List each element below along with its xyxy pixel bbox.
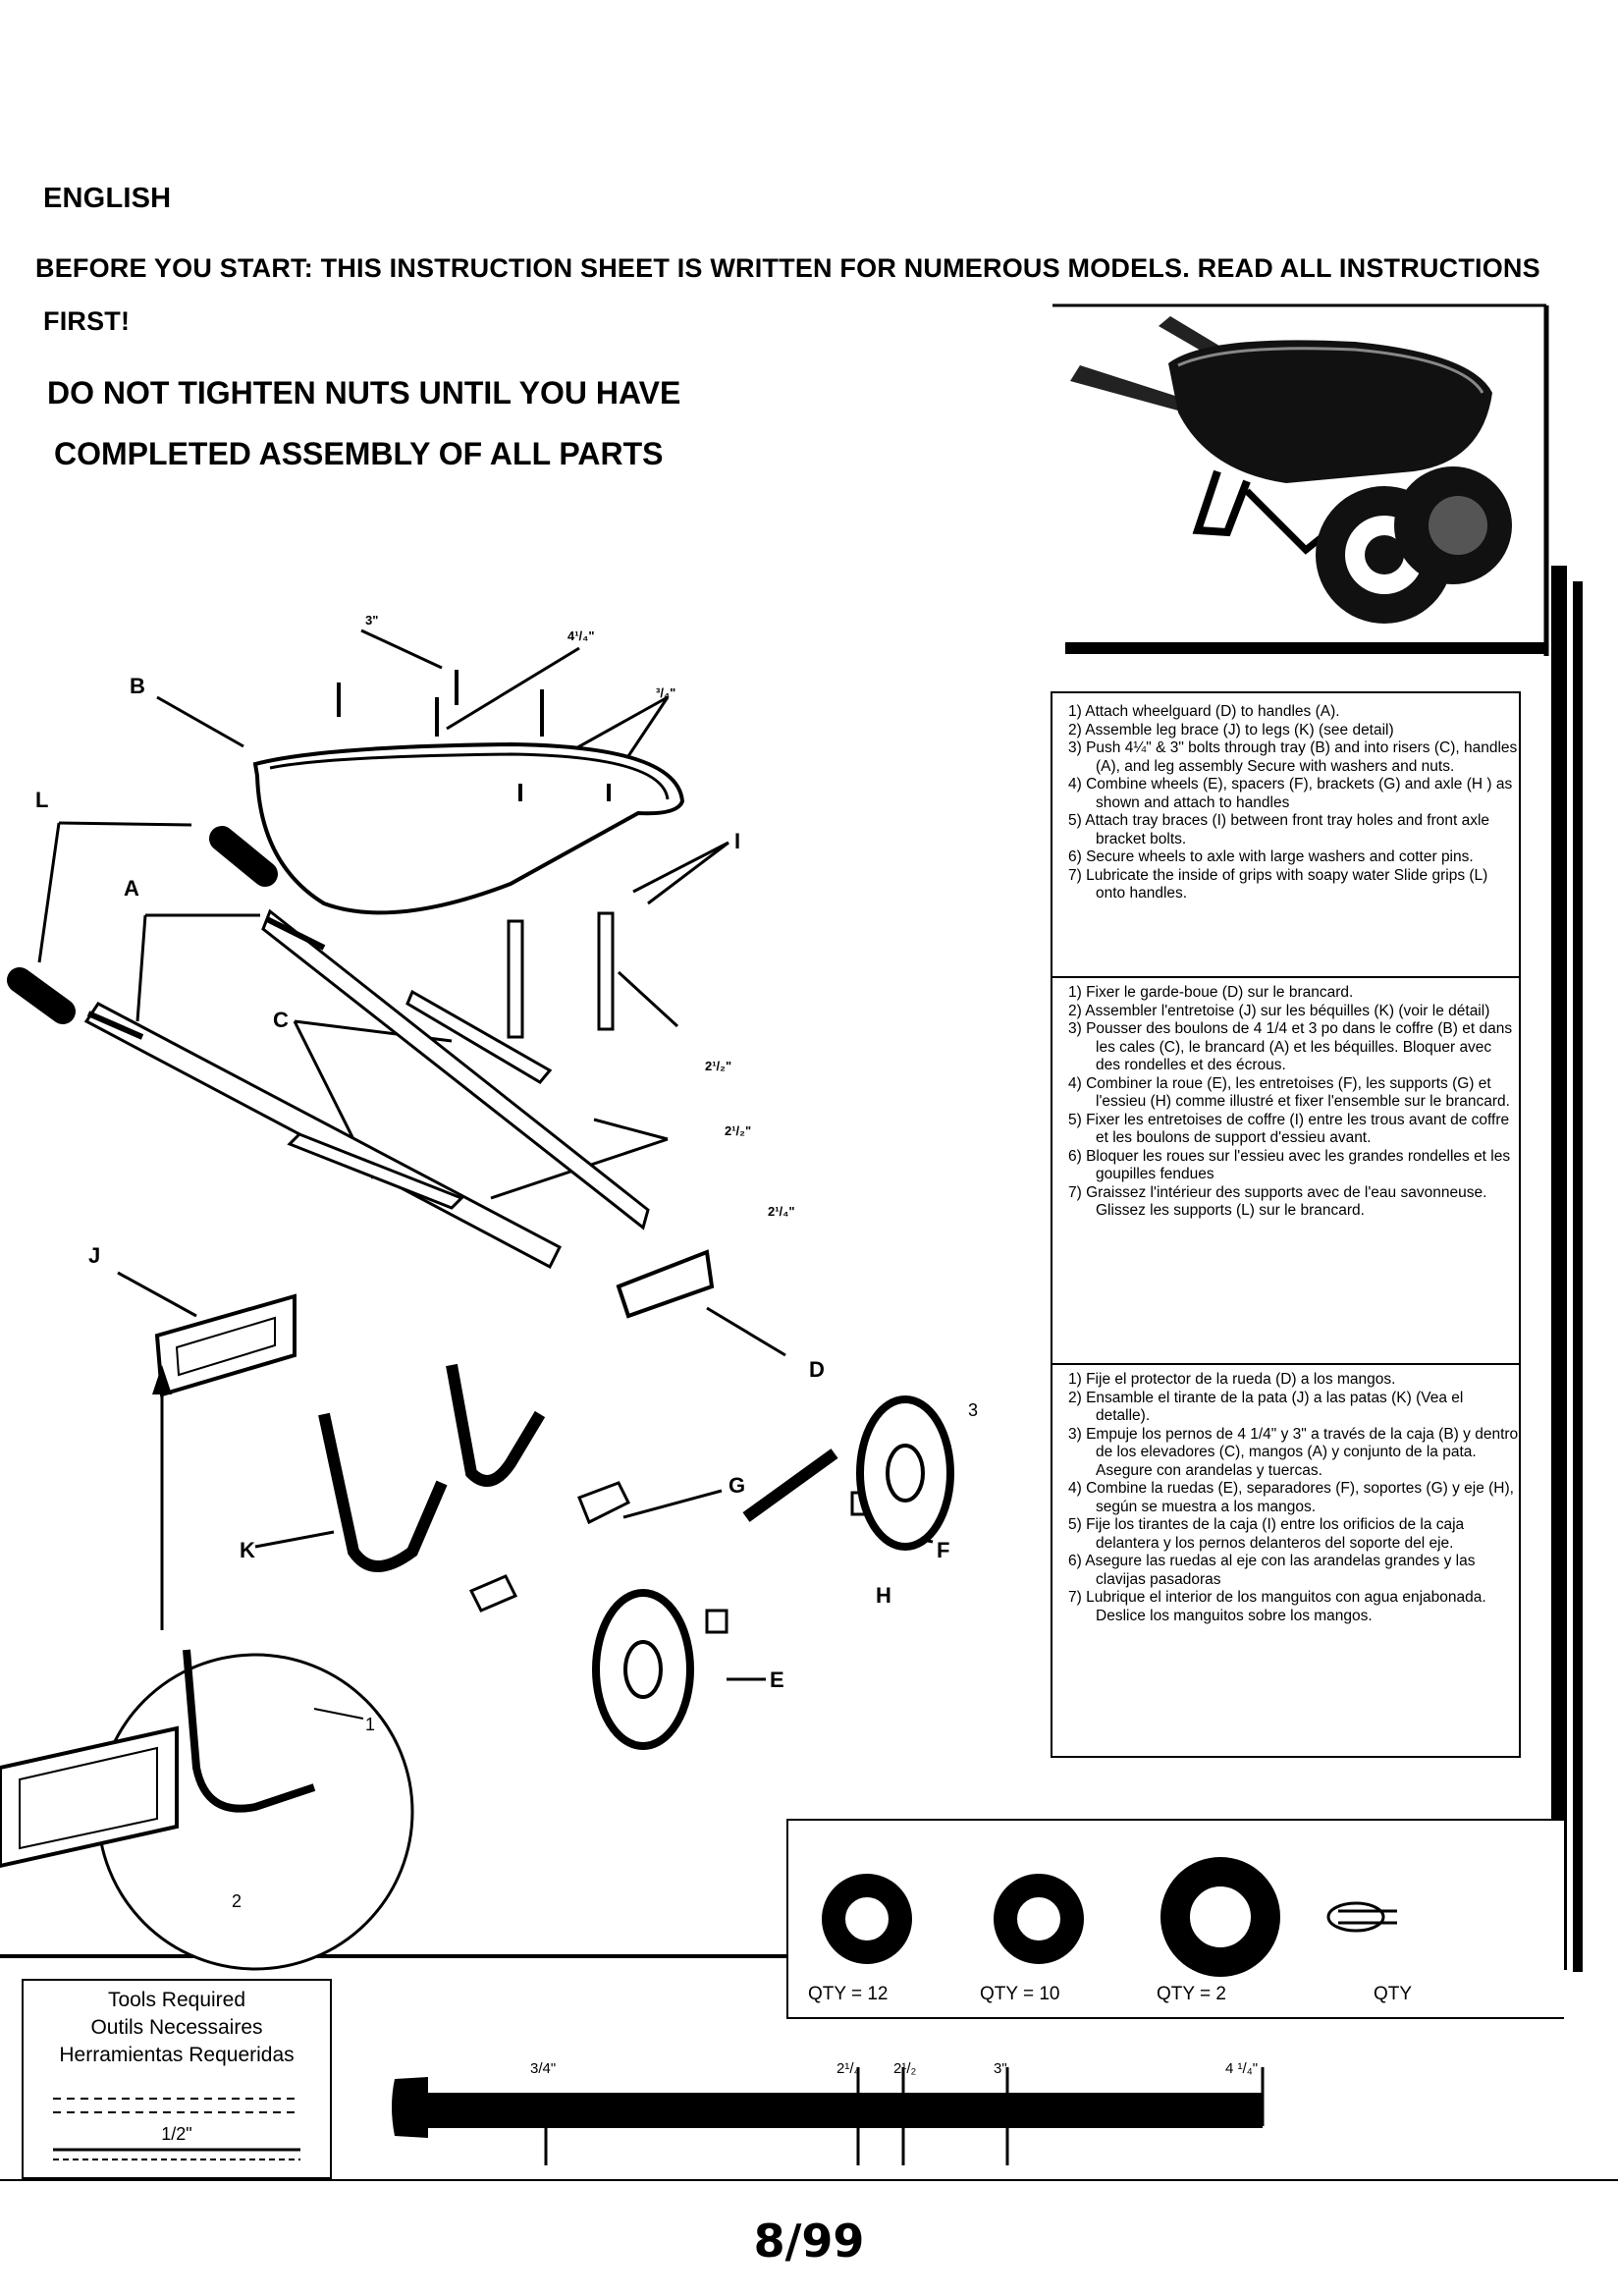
before-start-line2: FIRST!	[43, 306, 131, 336]
label-j: J	[88, 1243, 100, 1268]
tools-line-spanish: Herramientas Requeridas	[59, 2044, 295, 2066]
qty-large-washer: QTY = 2	[1157, 1984, 1226, 2004]
tools-line-french: Outils Necessaires	[90, 2016, 263, 2039]
exploded-parts-diagram: B L A C I J D G F H K E 3" 4¹/₄" ³/₄" 2¹…	[0, 613, 978, 1971]
instruction-step-french-4: 4) Combiner la roue (E), les entretoises…	[1068, 1074, 1510, 1111]
ruler-mark-2-1-4: 2¹/₄	[836, 2060, 860, 2077]
ruler-mark-3: 3"	[994, 2060, 1007, 2077]
instruction-step-english-1: 1) Attach wheelguard (D) to handles (A).	[1068, 703, 1340, 720]
instruction-step-english-6: 6) Secure wheels to axle with large wash…	[1068, 848, 1474, 865]
instructions-french-list: 1) Fixer le garde-boue (D) sur le branca…	[1052, 984, 1519, 1221]
label-e: E	[770, 1667, 784, 1692]
label-g: G	[728, 1473, 745, 1498]
bolt-label-2-1-2in-b: 2¹/₂"	[725, 1123, 751, 1138]
qty-nut: QTY = 10	[980, 1984, 1060, 2004]
instruction-step-spanish-4: 4) Combine la ruedas (E), separadores (F…	[1068, 1480, 1514, 1515]
ruler-mark-2-1-2: 2¹/₂	[893, 2060, 917, 2077]
instructions-french: 1) Fixer le garde-boue (D) sur le branca…	[1052, 984, 1519, 1221]
cotter-pin-icon	[1326, 1901, 1397, 1933]
small-washer-icon	[822, 1874, 912, 1964]
hardware-box: QTY = 12 QTY = 10 QTY = 2 QTY	[786, 1819, 1564, 2019]
detail-label-1: 1	[365, 1715, 375, 1734]
qty-cotter-pin: QTY	[1374, 1984, 1413, 2004]
instructions-spanish: 1) Fije el protector de la rueda (D) a l…	[1052, 1371, 1519, 1625]
instruction-step-spanish-2: 2) Ensamble el tirante de la pata (J) a …	[1068, 1389, 1464, 1425]
instruction-step-english-4: 4) Combine wheels (E), spacers (F), brac…	[1068, 776, 1513, 811]
tools-required-box: Tools Required Outils Necessaires Herram…	[22, 1979, 332, 2179]
instruction-step-english-7: 7) Lubricate the inside of grips with so…	[1068, 866, 1488, 902]
instruction-step-spanish-6: 6) Asegure las ruedas al eje con las ara…	[1068, 1553, 1476, 1588]
divider-en-fr	[1052, 976, 1519, 978]
label-d: D	[809, 1357, 825, 1382]
detail-label-2: 2	[232, 1891, 242, 1911]
label-l: L	[35, 788, 48, 812]
instruction-step-spanish-1: 1) Fije el protector de la rueda (D) a l…	[1068, 1371, 1396, 1388]
bolt-label-2-1-2in-a: 2¹/₂"	[705, 1059, 731, 1073]
label-h: H	[876, 1583, 891, 1608]
instruction-step-english-3: 3) Push 4¼" & 3" bolts through tray (B) …	[1068, 739, 1518, 775]
large-washer-icon	[1160, 1857, 1280, 1977]
divider-fr-es	[1052, 1363, 1519, 1365]
nut-icon	[994, 1874, 1084, 1964]
warning-line1: DO NOT TIGHTEN NUTS UNTIL YOU HAVE	[47, 375, 681, 410]
instruction-step-english-5: 5) Attach tray braces (I) between front …	[1068, 812, 1490, 847]
instruction-step-french-3: 3) Pousser des boulons de 4 1/4 et 3 po …	[1068, 1020, 1513, 1073]
instruction-step-spanish-5: 5) Fije los tirantes de la caja (I) entr…	[1068, 1516, 1465, 1552]
bolt-ruler: 3/4" 2¹/₄ 2¹/₂ 3" 4 ¹/₄"	[392, 2060, 1265, 2165]
bolt-label-2-1-4in: 2¹/₄"	[768, 1204, 795, 1219]
label-c: C	[273, 1008, 289, 1032]
wheelbarrow-photo	[1070, 316, 1512, 624]
instructions-english-list: 1) Attach wheelguard (D) to handles (A).…	[1052, 703, 1519, 903]
tools-line-english: Tools Required	[107, 1989, 246, 2011]
ruler-mark-3-4: 3/4"	[530, 2060, 556, 2077]
language-heading: ENGLISH	[43, 183, 172, 214]
instruction-step-spanish-3: 3) Empuje los pernos de 4 1/4" y 3" a tr…	[1068, 1425, 1519, 1479]
hardware-icons	[822, 1857, 1397, 1977]
bolt-label-4-1-4in: 4¹/₄"	[567, 629, 595, 643]
qty-small-washer: QTY = 12	[808, 1984, 889, 2004]
instruction-step-english-2: 2) Assemble leg brace (J) to legs (K) (s…	[1068, 721, 1394, 738]
label-a: A	[124, 876, 139, 901]
instructions-spanish-list: 1) Fije el protector de la rueda (D) a l…	[1052, 1371, 1519, 1625]
label-i: I	[734, 829, 740, 853]
wrench-icon	[53, 2098, 300, 2160]
wrench-size: 1/2"	[161, 2124, 192, 2144]
warning-line2: COMPLETED ASSEMBLY OF ALL PARTS	[54, 436, 664, 471]
bolt-head-icon	[392, 2077, 428, 2138]
label-f: F	[937, 1538, 949, 1562]
instruction-step-french-2: 2) Assembler l'entretoise (J) sur les bé…	[1068, 1002, 1490, 1019]
bolt-shaft	[428, 2093, 1263, 2128]
instruction-step-french-5: 5) Fixer les entretoises de coffre (I) e…	[1068, 1111, 1510, 1147]
bolt-label-3-4in: ³/₄"	[656, 685, 675, 700]
instruction-step-spanish-7: 7) Lubrique el interior de los manguitos…	[1068, 1589, 1486, 1624]
instruction-step-french-6: 6) Bloquer les roues sur l'essieu avec l…	[1068, 1147, 1511, 1183]
before-start-line1: BEFORE YOU START: THIS INSTRUCTION SHEET…	[35, 253, 1540, 283]
instructions-english: 1) Attach wheelguard (D) to handles (A).…	[1052, 703, 1519, 903]
page-number: 8/99	[753, 2214, 865, 2268]
label-b: B	[130, 674, 145, 698]
label-k: K	[240, 1538, 255, 1562]
instruction-box: 1) Attach wheelguard (D) to handles (A).…	[1051, 691, 1521, 1758]
bolt-label-3in: 3"	[365, 613, 378, 628]
instruction-step-french-7: 7) Graissez l'intérieur des supports ave…	[1068, 1183, 1487, 1220]
detail-label-3: 3	[968, 1400, 978, 1420]
ruler-mark-4-1-4: 4 ¹/₄"	[1225, 2060, 1258, 2077]
instruction-step-french-1: 1) Fixer le garde-boue (D) sur le branca…	[1068, 984, 1354, 1001]
